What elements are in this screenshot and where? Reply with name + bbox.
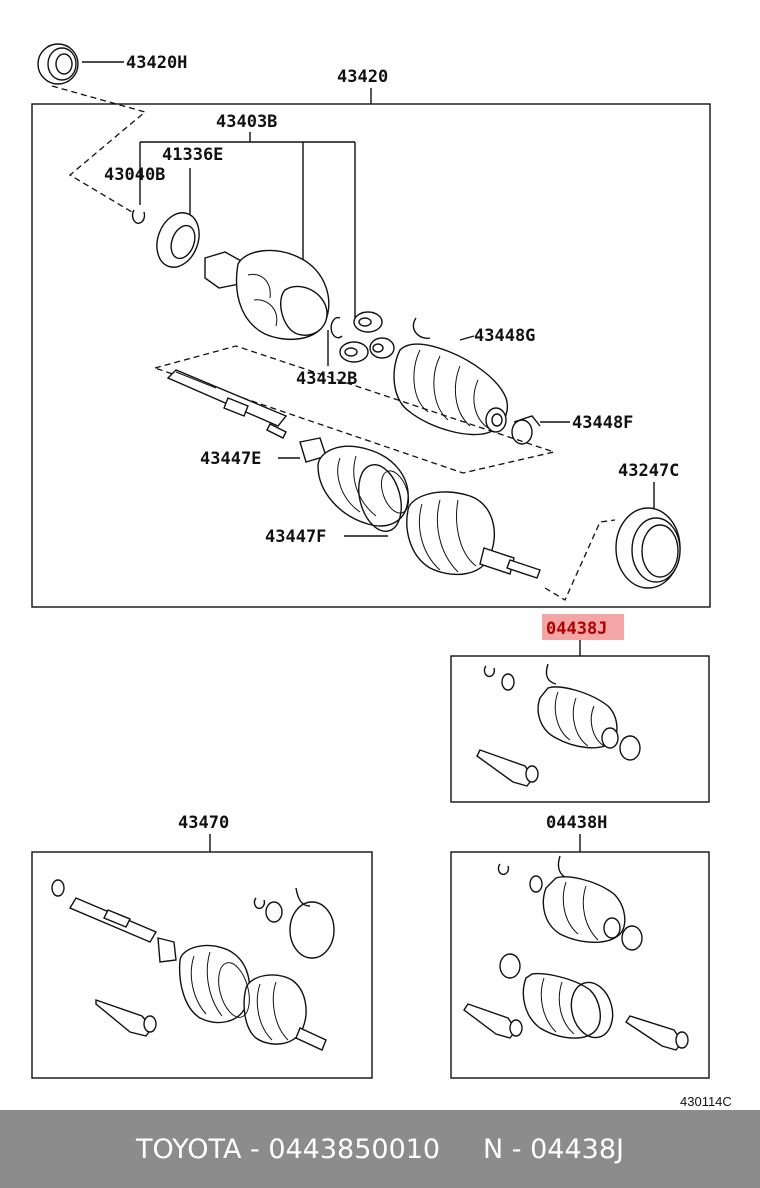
- label-43403b[interactable]: 43403B: [216, 112, 277, 132]
- washer[interactable]: [150, 207, 207, 273]
- label-43447f[interactable]: 43447F: [265, 527, 326, 547]
- assembly-43470-parts[interactable]: [51, 879, 335, 1051]
- label-43420[interactable]: 43420: [337, 67, 388, 87]
- dust-deflector-43247c[interactable]: [615, 507, 681, 589]
- label-43247c[interactable]: 43247C: [618, 461, 679, 481]
- drive-shaft[interactable]: [166, 369, 288, 439]
- snap-ring-small[interactable]: [131, 209, 146, 224]
- label-04438j[interactable]: 04438J: [546, 619, 607, 639]
- highlight-04438j: [542, 614, 624, 640]
- label-43412b[interactable]: 43412B: [296, 369, 357, 389]
- label-43447e[interactable]: 43447E: [200, 449, 261, 469]
- inboard-boot-43448g[interactable]: [393, 343, 508, 436]
- assembly-box-43470: [31, 851, 373, 1079]
- oil-seal-43420h[interactable]: [37, 43, 79, 85]
- label-41336e[interactable]: 41336E: [162, 145, 223, 165]
- assembly-box-43420: [31, 103, 711, 608]
- inboard-joint-housing[interactable]: [204, 249, 330, 341]
- kit-box-04438h: [450, 851, 710, 1079]
- label-43420h[interactable]: 43420H: [126, 53, 187, 73]
- footer-part-info: TOYOTA - 0443850010 N - 04438J: [136, 1133, 624, 1165]
- retaining-ring[interactable]: [330, 316, 343, 339]
- label-43448g[interactable]: 43448G: [474, 326, 535, 346]
- footer-bar: TOYOTA - 0443850010 N - 04438J: [0, 1110, 760, 1188]
- parts-diagram: 43420H 43420 43403B 41336E 43040B 43412B: [31, 43, 732, 1109]
- kit-box-04438j: [450, 655, 710, 803]
- boot-clamp-43448f[interactable]: [511, 415, 541, 445]
- diagram-reference: 430114C: [680, 1094, 732, 1109]
- boot-clamp-wire-g[interactable]: [412, 317, 431, 339]
- label-43448f[interactable]: 43448F: [572, 413, 633, 433]
- kit-04438j-parts[interactable]: [476, 663, 641, 787]
- label-43470[interactable]: 43470: [178, 813, 229, 833]
- outboard-joint-boot[interactable]: [299, 437, 541, 579]
- label-04438h[interactable]: 04438H: [546, 813, 607, 833]
- label-43040b[interactable]: 43040B: [104, 165, 165, 185]
- tripod-joint[interactable]: [339, 311, 395, 363]
- clamp-band-43447f[interactable]: [352, 460, 408, 536]
- kit-04438h-parts[interactable]: [463, 855, 689, 1051]
